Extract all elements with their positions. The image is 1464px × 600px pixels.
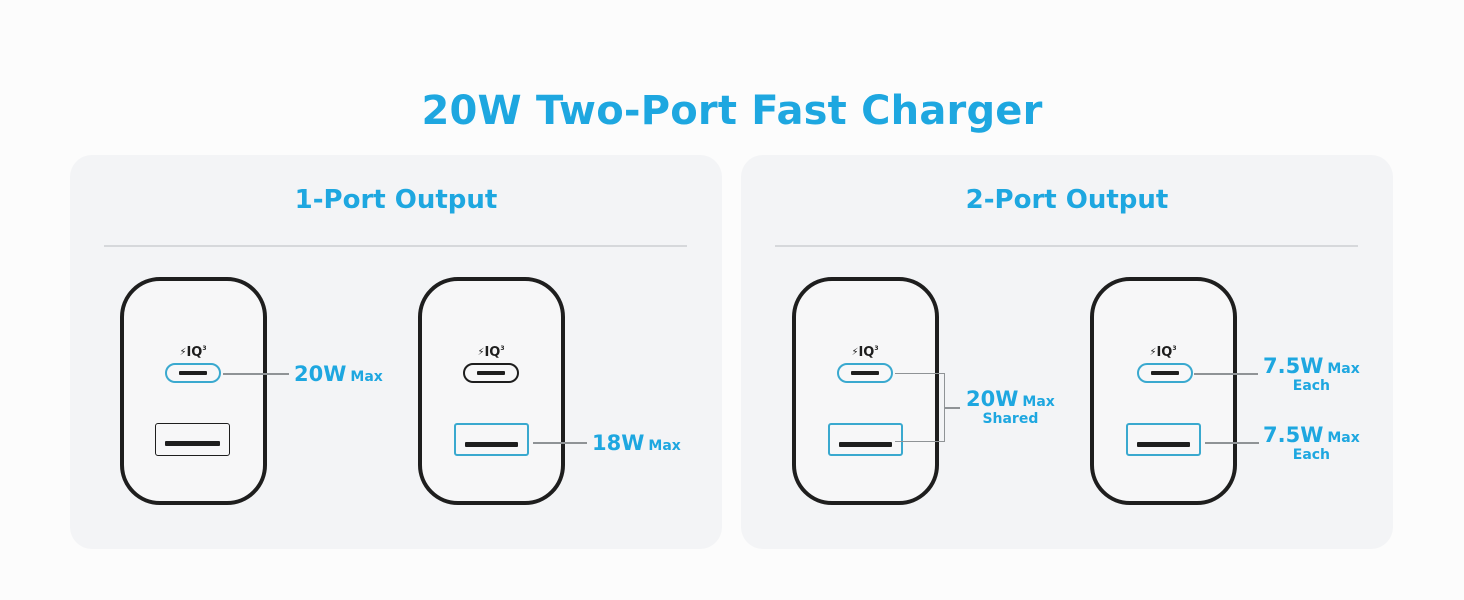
panel-heading: 2-Port Output: [965, 185, 1169, 215]
leader-line: [945, 407, 960, 409]
divider: [775, 245, 1358, 247]
charger-illustration: [792, 277, 939, 505]
usb-a-port-icon: [1126, 423, 1201, 456]
usb-c-port-icon: [837, 363, 893, 383]
charger-illustration: [120, 277, 267, 505]
usb-c-port-icon: [463, 363, 519, 383]
usb-a-port-icon: [828, 423, 903, 456]
poweriq-logo: ⚡IQ3: [1149, 345, 1177, 360]
lightning-bolt-icon: ⚡: [851, 347, 859, 358]
leader-line: [1205, 442, 1259, 444]
leader-line: [223, 373, 289, 375]
lightning-bolt-icon: ⚡: [1149, 347, 1157, 358]
lightning-bolt-icon: ⚡: [179, 347, 187, 358]
panel-heading: 1-Port Output: [294, 185, 498, 215]
usb-a-port-icon: [454, 423, 529, 456]
page-title: 20W Two-Port Fast Charger: [421, 88, 1043, 134]
leader-line: [1194, 373, 1258, 375]
charger-illustration: [418, 277, 565, 505]
usb-c-port-icon: [165, 363, 221, 383]
charger-illustration: [1090, 277, 1237, 505]
divider: [104, 245, 687, 247]
lightning-bolt-icon: ⚡: [477, 347, 485, 358]
usb-a-port-icon: [155, 423, 230, 456]
poweriq-logo: ⚡IQ3: [477, 345, 505, 360]
poweriq-logo: ⚡IQ3: [179, 345, 207, 360]
leader-line: [533, 442, 587, 444]
bracket-connector: [895, 373, 945, 442]
poweriq-logo: ⚡IQ3: [851, 345, 879, 360]
usb-c-port-icon: [1137, 363, 1193, 383]
